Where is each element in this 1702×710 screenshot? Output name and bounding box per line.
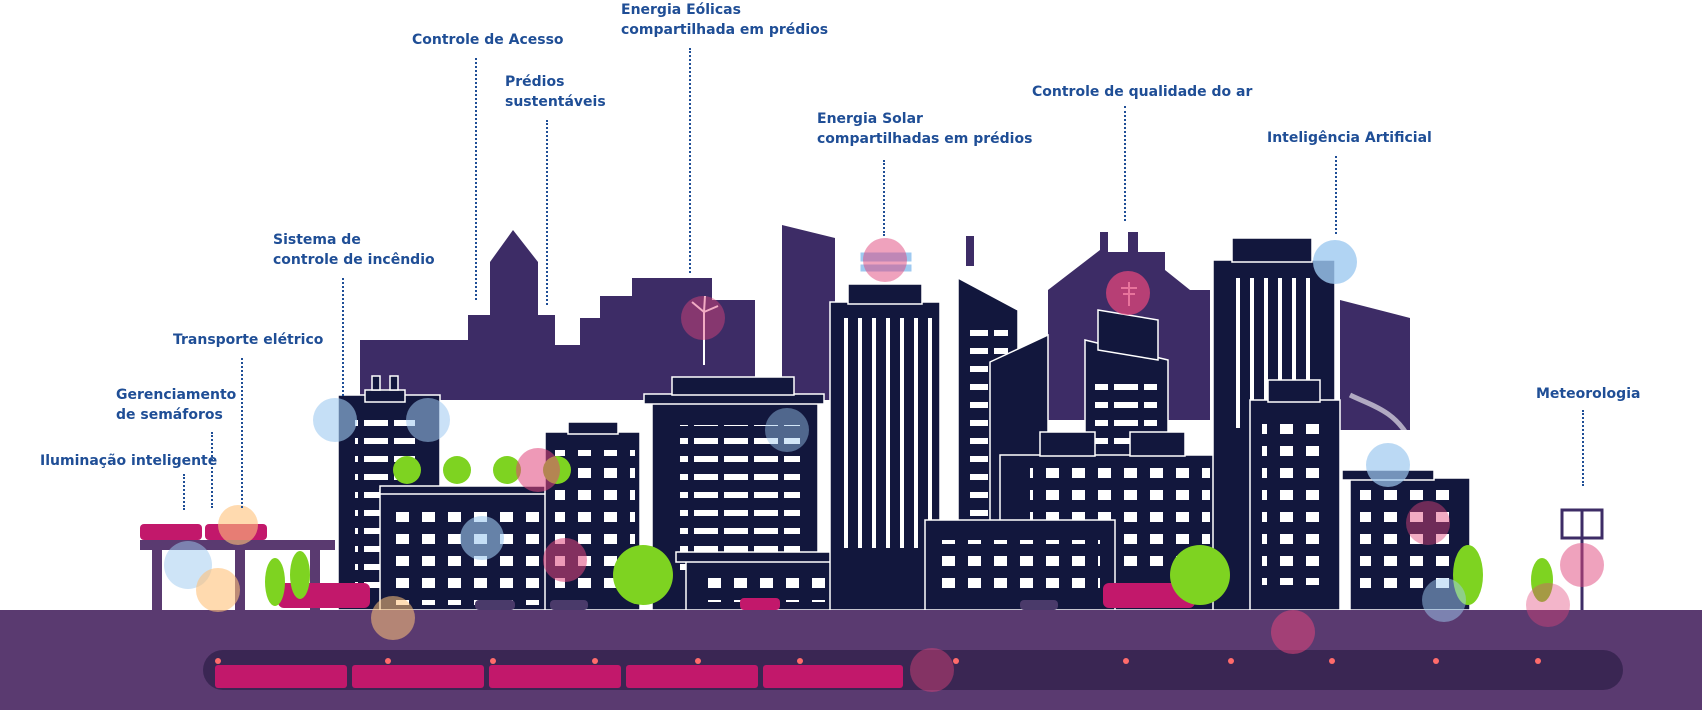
label-fire-control: Sistema de controle de incêndio (273, 230, 435, 270)
label-solar-energy: Energia Solar compartilhadas em prédios (817, 109, 1032, 149)
leader-electric-transport (241, 358, 243, 508)
leader-wind-energy (689, 48, 691, 273)
leader-access-control (475, 58, 477, 300)
sensor-bubbles (164, 238, 1604, 692)
leader-smart-lighting (183, 474, 185, 510)
leader-traffic-lights (211, 432, 213, 508)
leader-meteorology (1582, 410, 1584, 486)
label-smart-lighting: Iluminação inteligente (40, 453, 218, 469)
chimney-smoke (1348, 392, 1413, 442)
label-air-quality: Controle de qualidade do ar (1032, 84, 1253, 100)
label-sustainable-buildings-line2: sustentáveis (505, 94, 606, 110)
label-fire-control-line2: controle de incêndio (273, 252, 435, 268)
label-electric-transport: Transporte elétrico (173, 332, 324, 348)
label-solar-energy-line2: compartilhadas em prédios (817, 131, 1033, 147)
label-wind-energy-line1: Energia Eólicas (621, 2, 741, 18)
label-sustainable-buildings-line1: Prédios (505, 74, 565, 90)
tunnel-lights (215, 658, 1541, 664)
label-meteorology: Meteorologia (1536, 386, 1641, 402)
leader-sustainable-buildings (546, 120, 548, 305)
label-traffic-lights: Gerenciamento de semáforos (116, 385, 236, 425)
label-access-control: Controle de Acesso (412, 32, 564, 48)
wind-turbine (691, 295, 719, 365)
label-artificial-intelligence: Inteligência Artificial (1267, 130, 1432, 146)
vehicles (278, 583, 1195, 610)
leader-solar-energy (883, 160, 885, 236)
leader-fire-control (342, 278, 344, 396)
label-fire-control-line1: Sistema de (273, 232, 361, 248)
label-traffic-lights-line2: de semáforos (116, 407, 223, 423)
label-sustainable-buildings: Prédios sustentáveis (505, 72, 606, 112)
leader-artificial-intelligence (1335, 156, 1337, 234)
metro-train (215, 665, 903, 688)
label-solar-energy-line1: Energia Solar (817, 111, 923, 127)
label-wind-energy: Energia Eólicas compartilhada em prédios (621, 0, 828, 40)
leader-air-quality (1124, 106, 1126, 221)
label-traffic-lights-line1: Gerenciamento (116, 387, 237, 403)
label-wind-energy-line2: compartilhada em prédios (621, 22, 829, 38)
